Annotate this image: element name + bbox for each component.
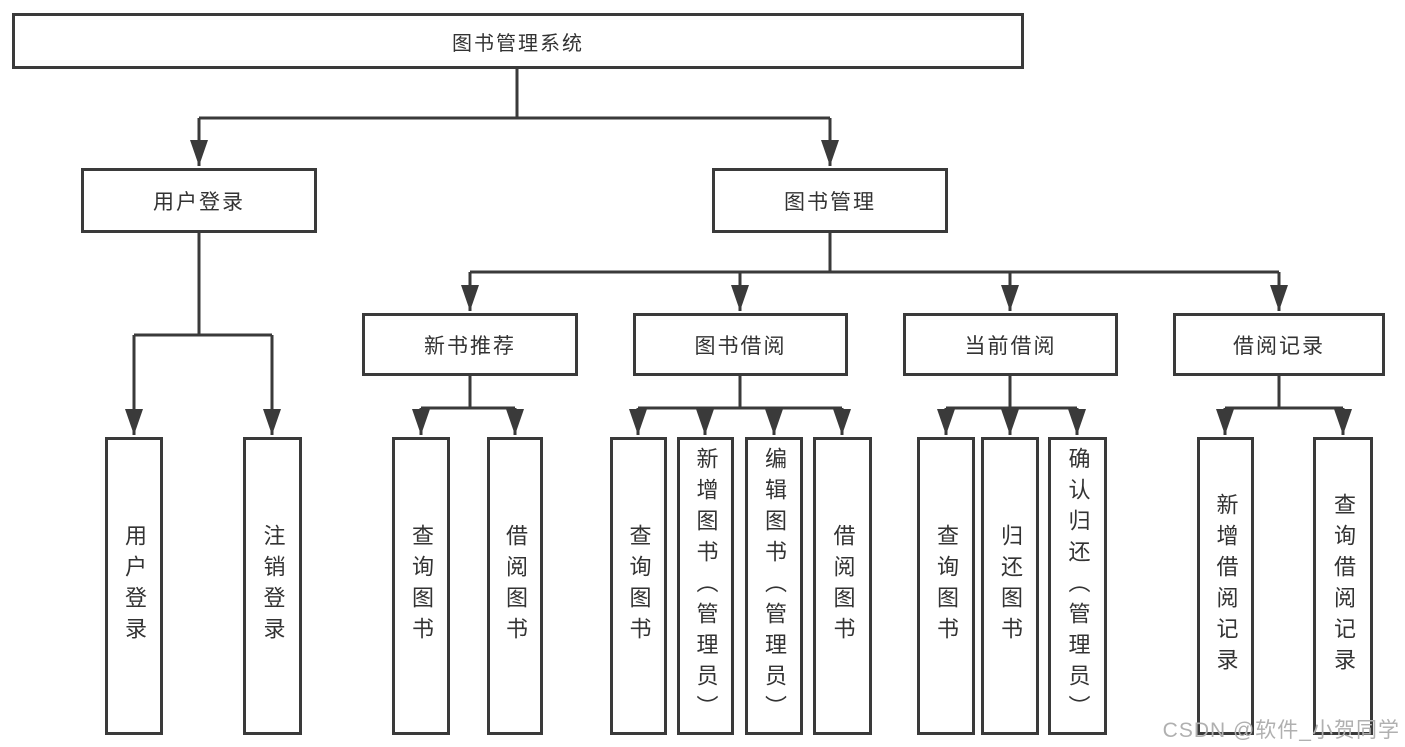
- node-current-borrow: 当前借阅: [903, 313, 1118, 376]
- node-current-borrow-label: 当前借阅: [964, 334, 1057, 358]
- connector-user-login-trunk: [134, 233, 272, 337]
- leaf-edit-book-admin: 编辑图书（管理员）: [745, 437, 803, 735]
- leaf-add-book-admin: 新增图书（管理员）: [677, 437, 734, 735]
- leaf-user-login: 用户登录: [105, 437, 163, 735]
- leaf-borrow-books-1: 借阅图书: [487, 437, 543, 735]
- node-borrow-records-label: 借阅记录: [1233, 334, 1325, 358]
- leaf-logout-label: 注销登录: [260, 524, 286, 648]
- leaf-query-books-2-label: 查询图书: [626, 524, 652, 648]
- leaf-borrow-books-2-label: 借阅图书: [830, 524, 856, 648]
- leaf-borrow-books-2: 借阅图书: [813, 437, 872, 735]
- connector-book-management-trunk: [470, 233, 1279, 274]
- leaf-confirm-return-admin-label: 确认归还（管理员）: [1065, 446, 1091, 726]
- node-book-management-label: 图书管理: [784, 190, 876, 214]
- leaf-add-book-admin-label: 新增图书（管理员）: [693, 446, 719, 726]
- leaf-edit-book-admin-label: 编辑图书（管理员）: [762, 446, 787, 726]
- node-user-login-label: 用户登录: [153, 190, 245, 214]
- node-root-label: 图书管理系统: [452, 32, 584, 55]
- leaf-add-borrow-record-label: 新增借阅记录: [1213, 493, 1239, 679]
- leaf-confirm-return-admin: 确认归还（管理员）: [1048, 437, 1107, 735]
- leaf-user-login-label: 用户登录: [122, 524, 147, 648]
- node-book-borrow-label: 图书借阅: [694, 334, 787, 358]
- leaf-query-books-3-label: 查询图书: [934, 524, 959, 648]
- node-root-system: 图书管理系统: [12, 13, 1024, 69]
- node-new-book-recommend-label: 新书推荐: [424, 334, 516, 358]
- node-borrow-records: 借阅记录: [1173, 313, 1385, 376]
- node-book-borrow: 图书借阅: [633, 313, 848, 376]
- leaf-return-book: 归还图书: [981, 437, 1039, 735]
- leaf-query-books-1-label: 查询图书: [409, 524, 434, 648]
- leaf-add-borrow-record: 新增借阅记录: [1197, 437, 1254, 735]
- node-user-login: 用户登录: [81, 168, 317, 233]
- connector-new-book-recommend-trunk: [421, 376, 515, 410]
- node-book-management: 图书管理: [712, 168, 948, 233]
- connector-root-trunk: [199, 69, 830, 120]
- leaf-borrow-books-1-label: 借阅图书: [503, 524, 528, 648]
- leaf-query-borrow-record: 查询借阅记录: [1313, 437, 1373, 735]
- leaf-query-books-1: 查询图书: [392, 437, 450, 735]
- leaf-query-borrow-record-label: 查询借阅记录: [1331, 493, 1356, 679]
- connector-borrow-records-trunk: [1225, 376, 1343, 410]
- node-new-book-recommend: 新书推荐: [362, 313, 578, 376]
- leaf-query-books-2: 查询图书: [610, 437, 667, 735]
- connector-book-borrow-trunk: [638, 376, 842, 410]
- connector-current-borrow-trunk: [946, 376, 1077, 410]
- leaf-return-book-label: 归还图书: [998, 524, 1023, 648]
- leaf-logout: 注销登录: [243, 437, 302, 735]
- csdn-watermark: CSDN @软件_小贺同学: [1162, 719, 1400, 742]
- leaf-query-books-3: 查询图书: [917, 437, 975, 735]
